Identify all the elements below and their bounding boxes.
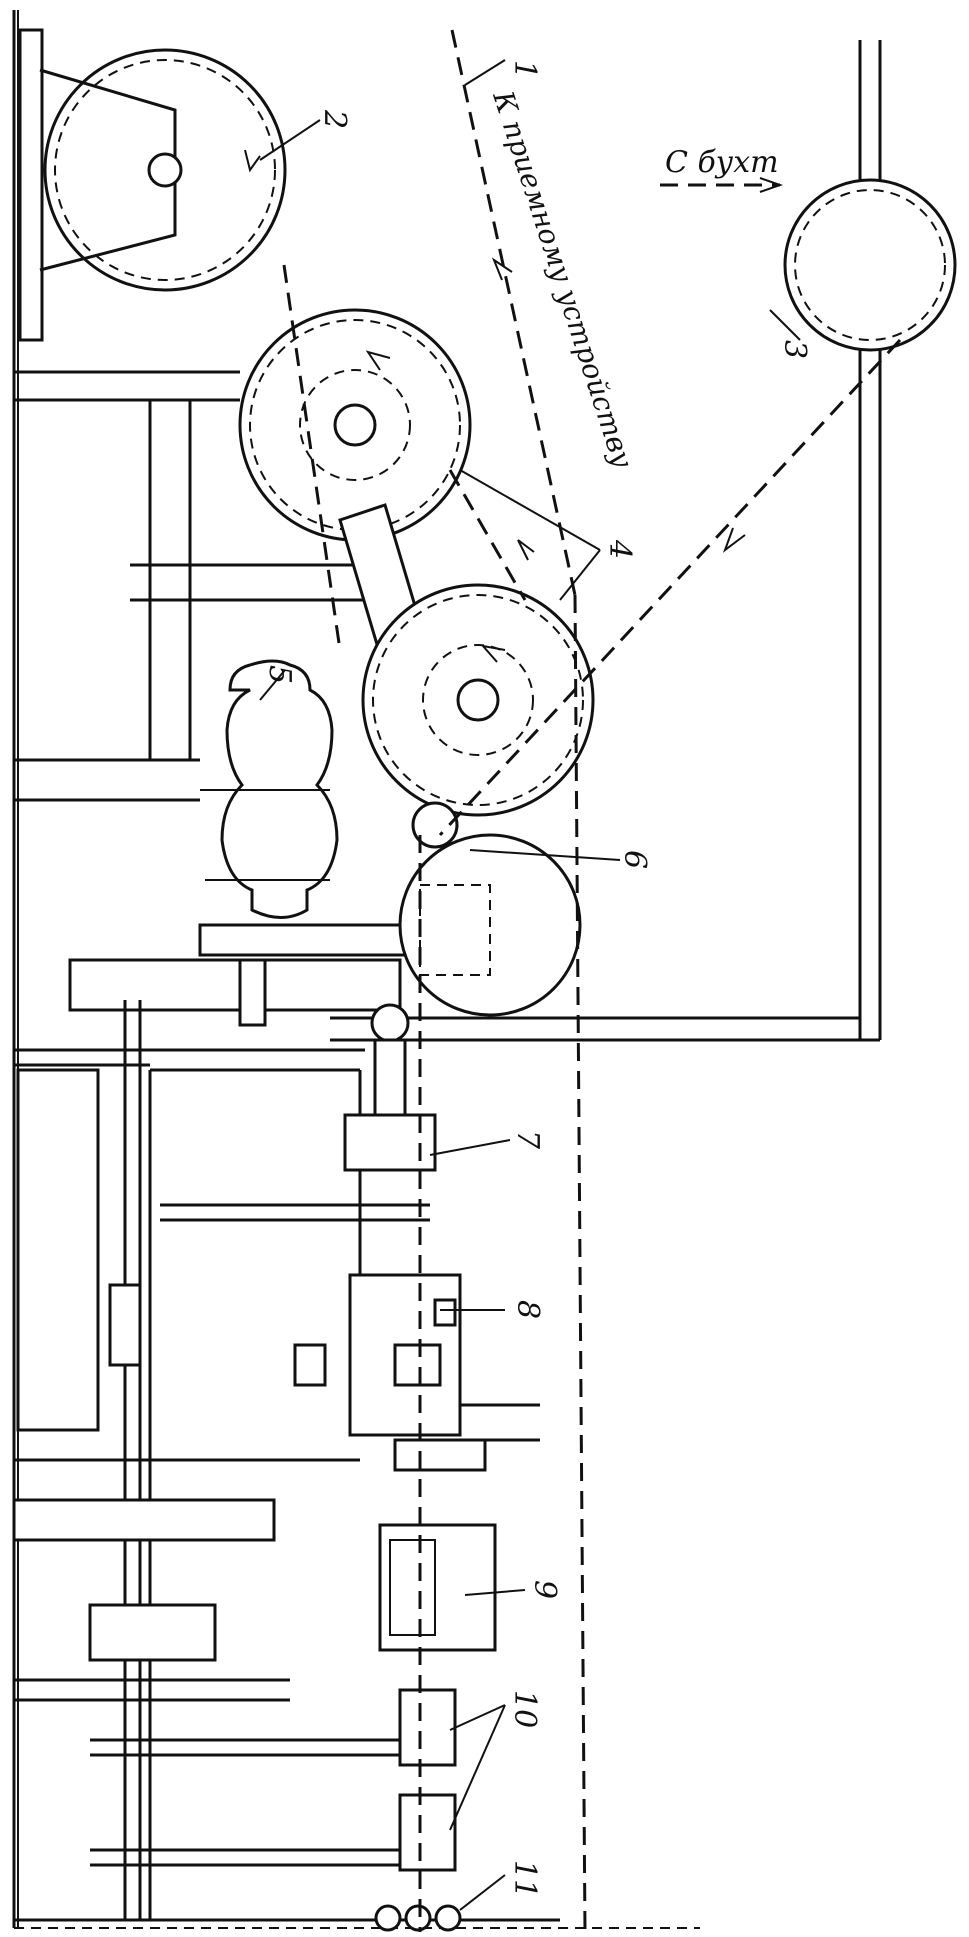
motor-5 (198, 659, 432, 957)
to-receiver-label: К приемному устройству (486, 86, 640, 473)
flow-annotations: К приемному устройству С бухт (486, 86, 779, 473)
base-frame (12, 10, 700, 1929)
guide-7 (160, 1003, 437, 1222)
label-2: 2 (317, 109, 352, 129)
label-9: 9 (527, 1580, 562, 1599)
callout-labels: 1 2 3 4 5 6 7 8 9 10 11 (262, 60, 812, 1898)
drum-4-lower (338, 503, 595, 817)
leader-lines (259, 59, 801, 1911)
drum-4-upper (238, 308, 472, 542)
label-5: 5 (262, 665, 297, 684)
label-11: 11 (507, 1860, 542, 1898)
coil-3 (783, 178, 957, 352)
label-3: 3 (777, 340, 812, 359)
label-6: 6 (617, 850, 652, 869)
device-8 (293, 1273, 540, 1472)
label-7: 7 (510, 1130, 545, 1150)
machine-body (12, 958, 402, 1920)
roller-6 (398, 801, 582, 1017)
wire-paths (282, 29, 902, 1933)
label-4: 4 (602, 539, 637, 559)
pulley-2 (18, 28, 287, 342)
devices-10 (90, 1688, 457, 1872)
roller-11 (374, 1904, 462, 1932)
label-10: 10 (507, 1690, 542, 1728)
label-8: 8 (510, 1300, 545, 1319)
from-coils-label: С бухт (665, 145, 779, 180)
device-9 (378, 1523, 497, 1652)
label-1: 1 (507, 60, 542, 79)
